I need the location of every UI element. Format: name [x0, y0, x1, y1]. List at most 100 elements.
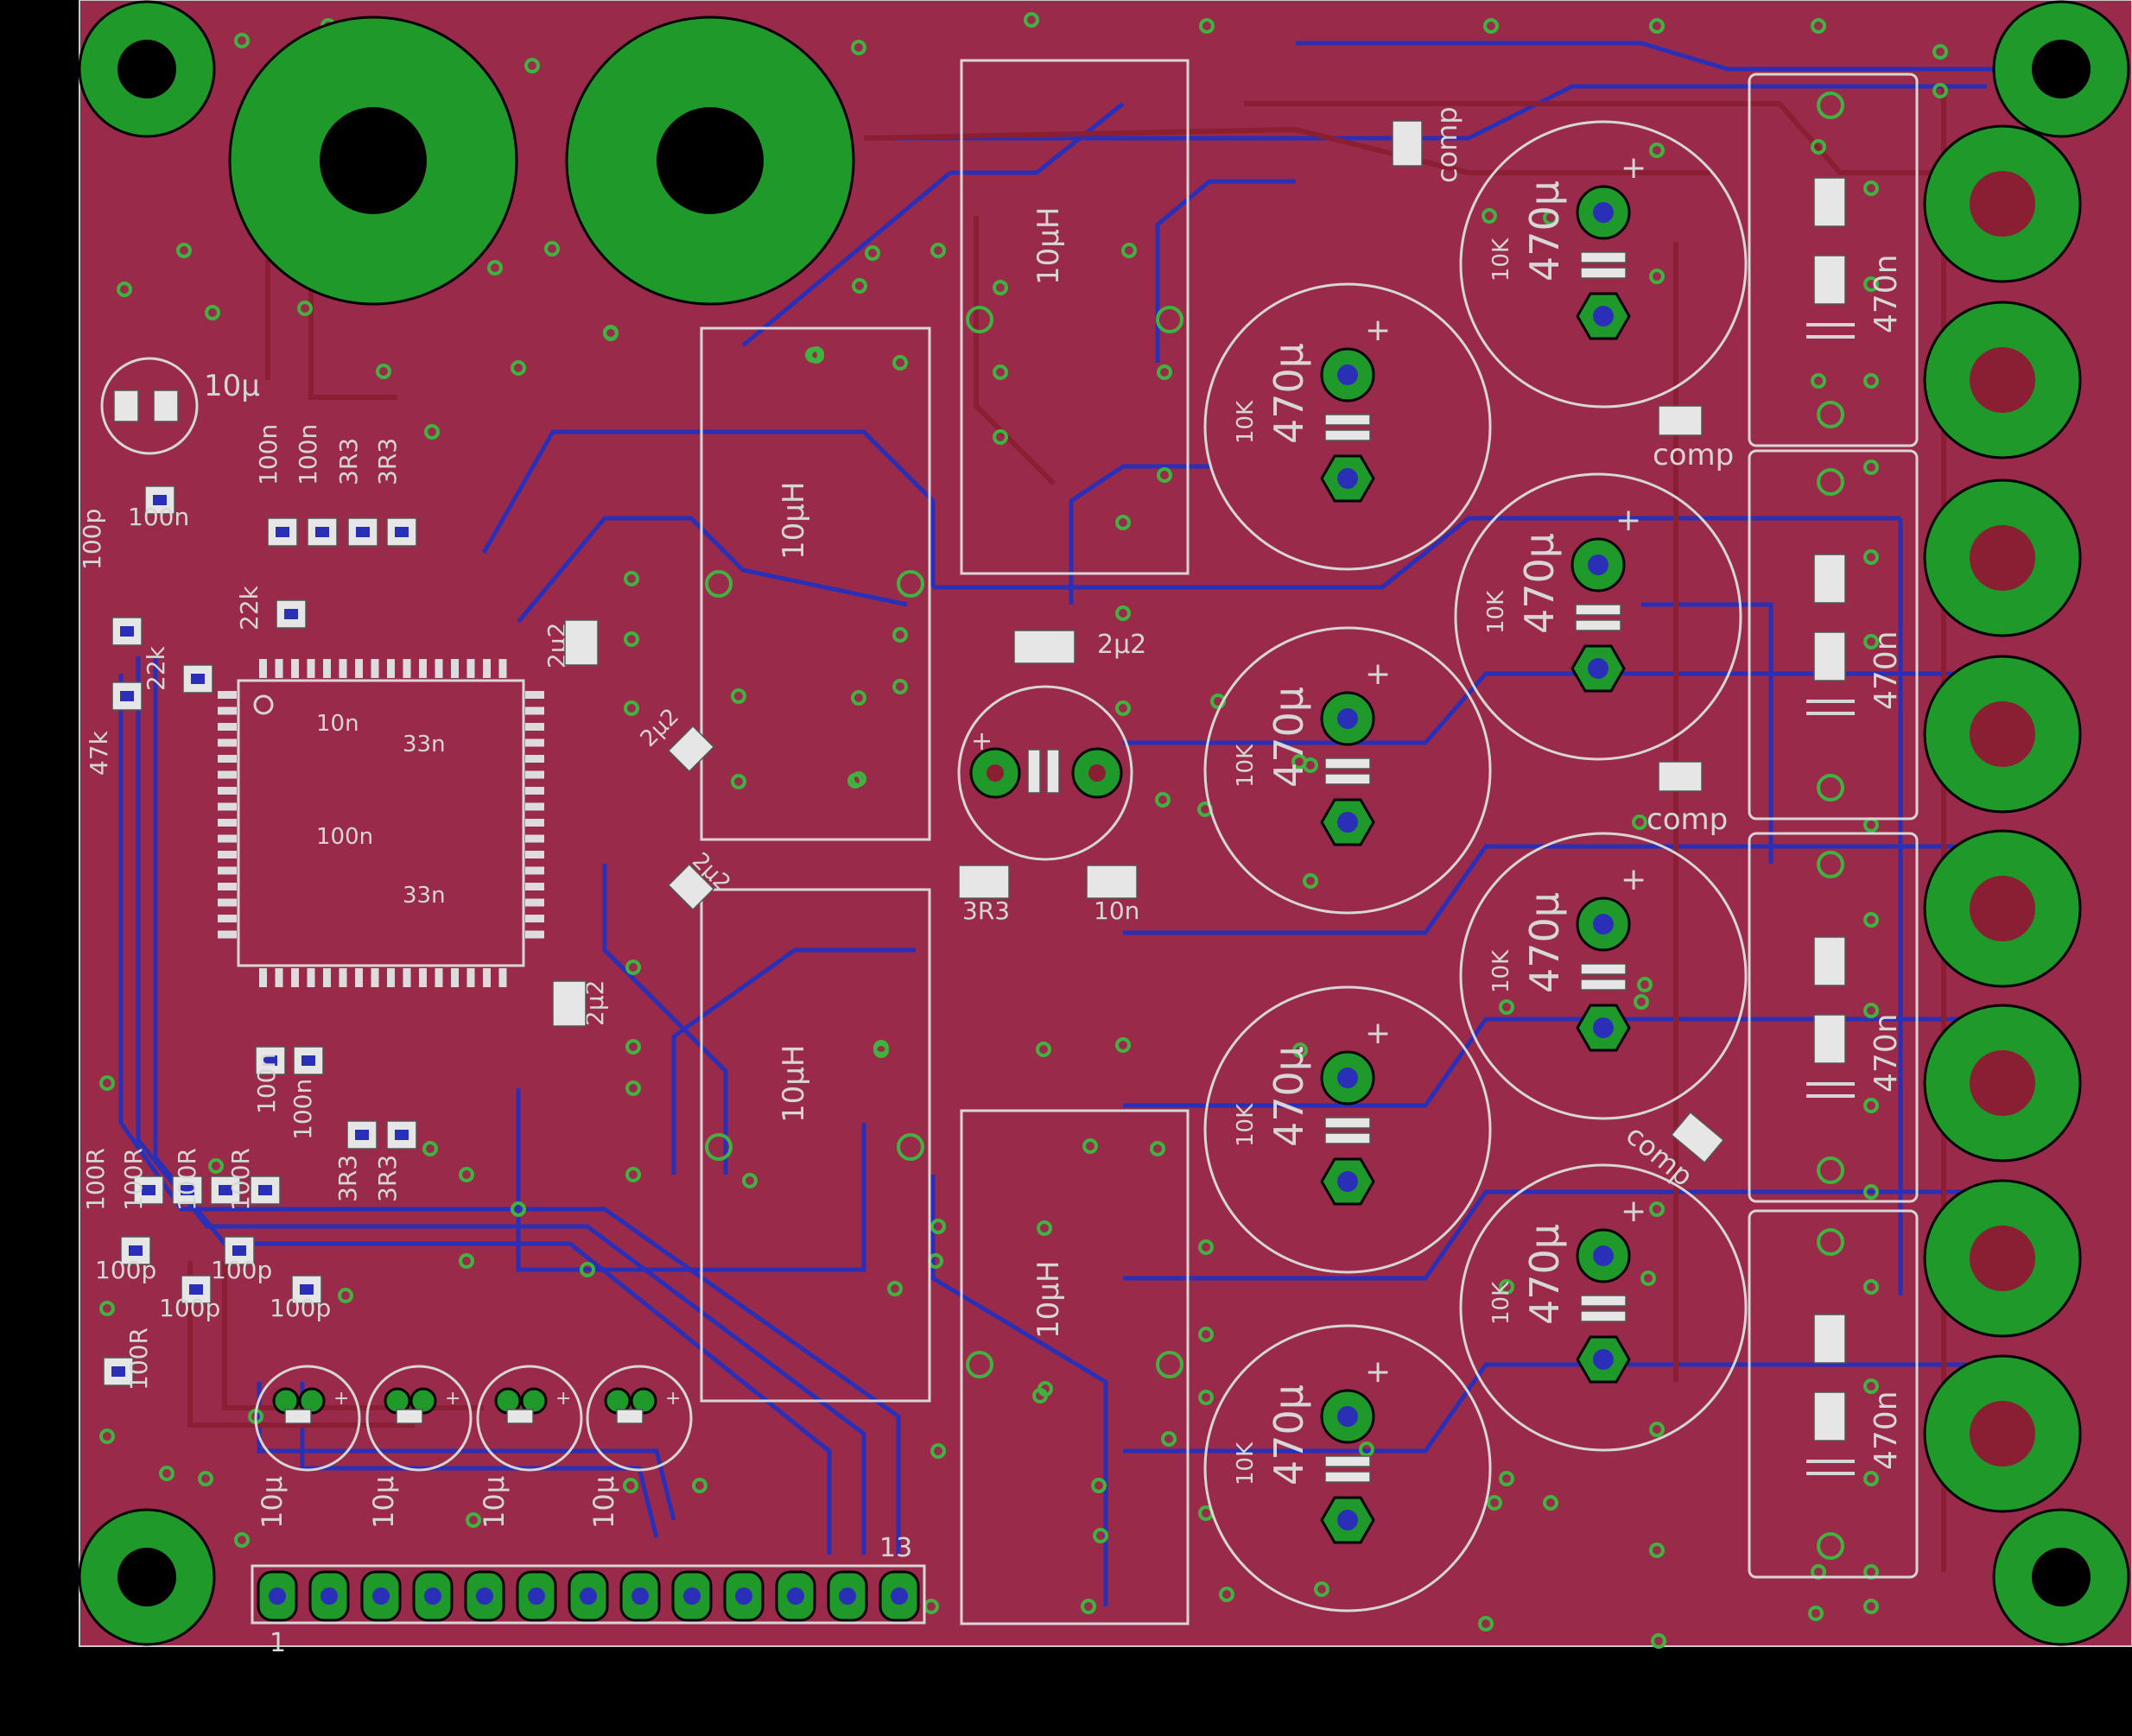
smd-part-label: 100n: [254, 424, 282, 485]
small-capacitor-label: 10µ: [367, 1476, 400, 1529]
smd-part-6: 100p: [78, 509, 143, 646]
label-10n-center: 10n: [1094, 897, 1139, 925]
bulk-capacitor-res-label: 10K: [1488, 949, 1514, 993]
label-33n-2: 33n: [403, 883, 446, 909]
smd-part-label: 100R: [124, 1327, 153, 1391]
bulk-capacitor-mark: [1324, 1471, 1371, 1483]
bulk-capacitor-drill: [1593, 306, 1614, 326]
ic-pin: [525, 851, 544, 858]
ic-pin: [525, 930, 544, 939]
power-terminal-1: [228, 16, 518, 306]
ic-pin: [218, 706, 237, 715]
filter-block-via-top: [1817, 1228, 1844, 1256]
bulk-capacitor-4: 470µ+10K: [1203, 626, 1492, 915]
filter-block-part: [1813, 255, 1846, 305]
inductor-l3: 10µH: [700, 888, 931, 1403]
header-pin-drill: [528, 1587, 545, 1605]
smd-part-14: 100R: [81, 1148, 164, 1211]
filter-block-label: 470n: [1869, 1391, 1904, 1470]
bulk-capacitor-1: 470µ+10K: [1459, 120, 1748, 409]
small-capacitor-label: 10µ: [587, 1476, 620, 1529]
small-capacitor-4: +10µ: [586, 1365, 693, 1529]
smd-part-pad: [191, 674, 205, 684]
ic-pin: [307, 659, 315, 678]
small-capacitor-plus: +: [665, 1388, 681, 1410]
ic-pin: [525, 770, 544, 779]
small-cap-row: +10µ+10µ+10µ+10µ: [254, 1365, 693, 1529]
inductor-l3-label: 10µH: [777, 1045, 811, 1123]
smd-part-label: 22k: [235, 585, 263, 630]
filter-block-via-bottom: [1817, 401, 1844, 428]
smd-part-17: 100R: [226, 1148, 281, 1211]
filter-block-label: 470n: [1869, 1013, 1904, 1093]
smd-part-15: 100R: [119, 1148, 203, 1211]
output-terminal-7: [1923, 1179, 2082, 1338]
smd-part-pad: [258, 1185, 272, 1195]
small-capacitor-label: 10µ: [478, 1476, 511, 1529]
bulk-capacitor-res-label: 10K: [1233, 744, 1259, 788]
filter-block-part: [1813, 1314, 1846, 1364]
header-pin-drill: [269, 1587, 286, 1605]
label-comp-2: comp: [1653, 438, 1734, 472]
bulk-capacitor-outline: [1203, 985, 1492, 1274]
smd-part-label: 100R: [226, 1148, 255, 1211]
ic-pin: [218, 915, 237, 922]
ic-pin: [323, 968, 331, 987]
ic-pin: [259, 659, 267, 678]
inductor-l4-label: 10µH: [1031, 1261, 1066, 1339]
small-capacitor-outline: [586, 1365, 693, 1472]
mounting-hole-br: [1992, 1508, 2130, 1646]
bulk-capacitor-drill: [1593, 202, 1614, 223]
bulk-capacitor-mark: [1580, 267, 1627, 279]
smd-part-22: 100R: [103, 1327, 153, 1391]
bulk-capacitor-drill: [1593, 914, 1614, 935]
header-pin-drill: [683, 1587, 701, 1605]
mounting-hole-bl: [78, 1508, 216, 1646]
bulk-capacitor-3: 470µ+10K: [1454, 472, 1742, 761]
label-comp-1: comp: [1431, 106, 1463, 183]
smd-part-pad: [356, 527, 370, 537]
smd-part-label: 100R: [119, 1148, 148, 1211]
inductor-footprints: 10µH 10µH 10µH 10µH: [700, 59, 1190, 1625]
small-capacitor-plus: +: [555, 1388, 571, 1410]
ic-pin: [525, 723, 544, 731]
filter-block-part: [1813, 1014, 1846, 1064]
bulk-capacitor-mark: [1580, 963, 1627, 975]
small-capacitor-mark: [506, 1409, 534, 1424]
smd-part-4: 3R3: [334, 438, 378, 547]
ic-pin: [435, 659, 443, 678]
smd-part-body: [111, 681, 143, 711]
ic-pin: [525, 834, 544, 843]
ic-pin: [218, 883, 237, 890]
filter-block-1: 470n: [1748, 73, 1919, 447]
bulk-capacitor-plus: +: [1621, 1194, 1647, 1229]
ic-pin: [275, 659, 283, 678]
inductor-l1: 10µH: [960, 59, 1190, 575]
ic-pin: [435, 968, 443, 987]
small-capacitor-mark: [284, 1409, 312, 1424]
ic-pin: [483, 659, 491, 678]
power-terminals: [228, 16, 855, 306]
smd-part-5: 3R3: [373, 438, 417, 547]
output-terminal-drill: [1970, 171, 2035, 237]
smd-part-18: 100p: [95, 1236, 156, 1284]
smd-part-pad: [111, 1366, 125, 1377]
ic-pin: [323, 659, 331, 678]
bulk-capacitor-drill: [1337, 1510, 1358, 1530]
output-terminal-drill: [1970, 525, 2035, 591]
bulk-capacitor-plus: +: [1365, 1016, 1391, 1051]
bulk-capacitor-drill: [1593, 1245, 1614, 1266]
ic-pin: [525, 738, 544, 747]
ic-pin: [218, 834, 237, 843]
header-pin-drill: [787, 1587, 804, 1605]
output-terminal-drill: [1970, 876, 2035, 941]
ic-pin: [483, 968, 491, 987]
smd-part-13: 3R3: [373, 1120, 417, 1202]
smd-part-pad: [300, 1284, 314, 1295]
bulk-capacitor-label: 470µ: [1266, 1384, 1312, 1486]
bulk-capacitor-plus: +: [1365, 313, 1391, 348]
smd-part-label: 100n: [252, 1053, 281, 1114]
bulk-capacitor-label: 470µ: [1521, 181, 1568, 282]
ic-pin: [218, 851, 237, 858]
